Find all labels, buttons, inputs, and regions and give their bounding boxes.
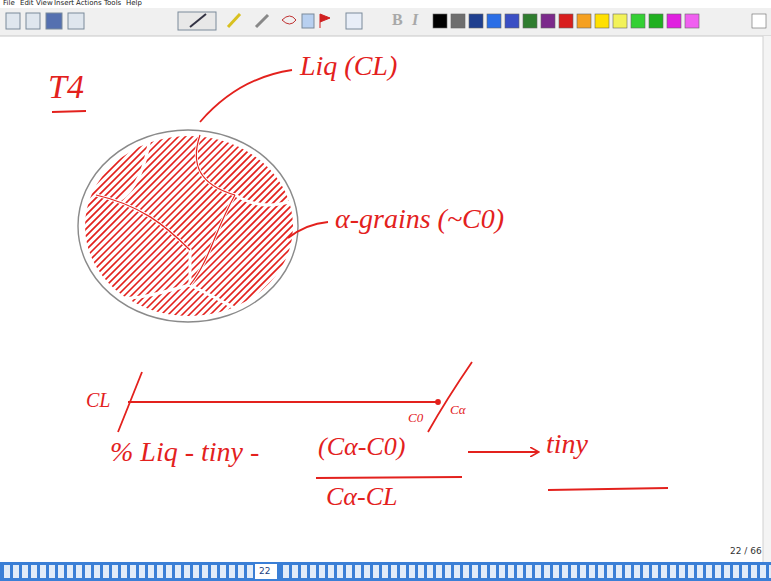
menu-item: File: [3, 0, 15, 7]
toolbar: [0, 8, 771, 36]
color-palette: [433, 14, 766, 28]
composition-label: Cα: [450, 403, 466, 416]
phase-label-text: Liq (CL): [300, 50, 397, 81]
fraction-numerator-text: (Cα-C0): [318, 432, 405, 461]
menu-item-text: Edit: [20, 0, 34, 7]
scrollbar-edge: [763, 36, 764, 562]
formula-text-text: % Liq - tiny -: [110, 436, 259, 467]
toolbar-button-text: I: [412, 11, 418, 28]
scrollbar: [763, 36, 771, 562]
page-number-text: 22 / 66: [730, 546, 762, 556]
page-number: 22 / 66: [730, 547, 762, 556]
formula-text-text: tiny: [546, 428, 588, 459]
formula-text: % Liq - tiny -: [110, 438, 259, 466]
phase-label: α-grains (~C0): [335, 205, 504, 233]
fraction-denominator: Cα-CL: [326, 484, 397, 510]
fraction-bar: [316, 477, 462, 478]
toolbar-button: B: [392, 12, 403, 28]
fraction-denominator-text: Cα-CL: [326, 482, 397, 511]
leader-line: [288, 222, 328, 238]
menu-bar: [0, 0, 771, 8]
tie-line: [118, 362, 472, 432]
composition-label-text: Cα: [450, 402, 466, 417]
grain-structure: [0, 110, 604, 340]
formula-text: tiny: [546, 430, 588, 458]
menu-item-text: Help: [126, 0, 142, 7]
composition-label: C0: [408, 411, 423, 424]
menu-item-text: Tools: [104, 0, 121, 7]
fraction-numerator: (Cα-C0): [318, 434, 405, 460]
page-strip: [0, 562, 771, 581]
menu-item-text: Insert: [54, 0, 74, 7]
menu-item: Edit: [20, 0, 34, 7]
toolbar-icons: [6, 12, 362, 30]
menu-item: Help: [126, 0, 142, 7]
menu-item: View: [36, 0, 53, 7]
composition-label-text: CL: [86, 389, 110, 411]
phase-label: Liq (CL): [300, 52, 397, 80]
state-heading-text: T4: [48, 68, 84, 105]
composition-label: CL: [86, 390, 110, 410]
menu-item-text: View: [36, 0, 53, 7]
menu-item-text: Actions: [76, 0, 102, 7]
toolbar-border: [0, 36, 771, 37]
state-heading: T4: [48, 70, 84, 104]
page-indicator-text: 22: [259, 566, 270, 576]
arrow: [468, 451, 538, 453]
menu-item-text: File: [3, 0, 15, 7]
menu-item: Insert: [54, 0, 74, 7]
menu-item: Actions: [76, 0, 102, 7]
composition-label-text: C0: [408, 410, 423, 425]
toolbar-button-text: B: [392, 11, 403, 28]
underline: [548, 488, 668, 490]
leader-line: [200, 70, 292, 122]
page-indicator: 22: [259, 567, 270, 576]
toolbar-button: I: [412, 12, 418, 28]
current-page-box: [255, 564, 277, 579]
title-underline: [52, 111, 86, 112]
menu-item: Tools: [104, 0, 121, 7]
page-strip-ticks: [4, 565, 771, 578]
phase-label-text: α-grains (~C0): [335, 203, 504, 234]
